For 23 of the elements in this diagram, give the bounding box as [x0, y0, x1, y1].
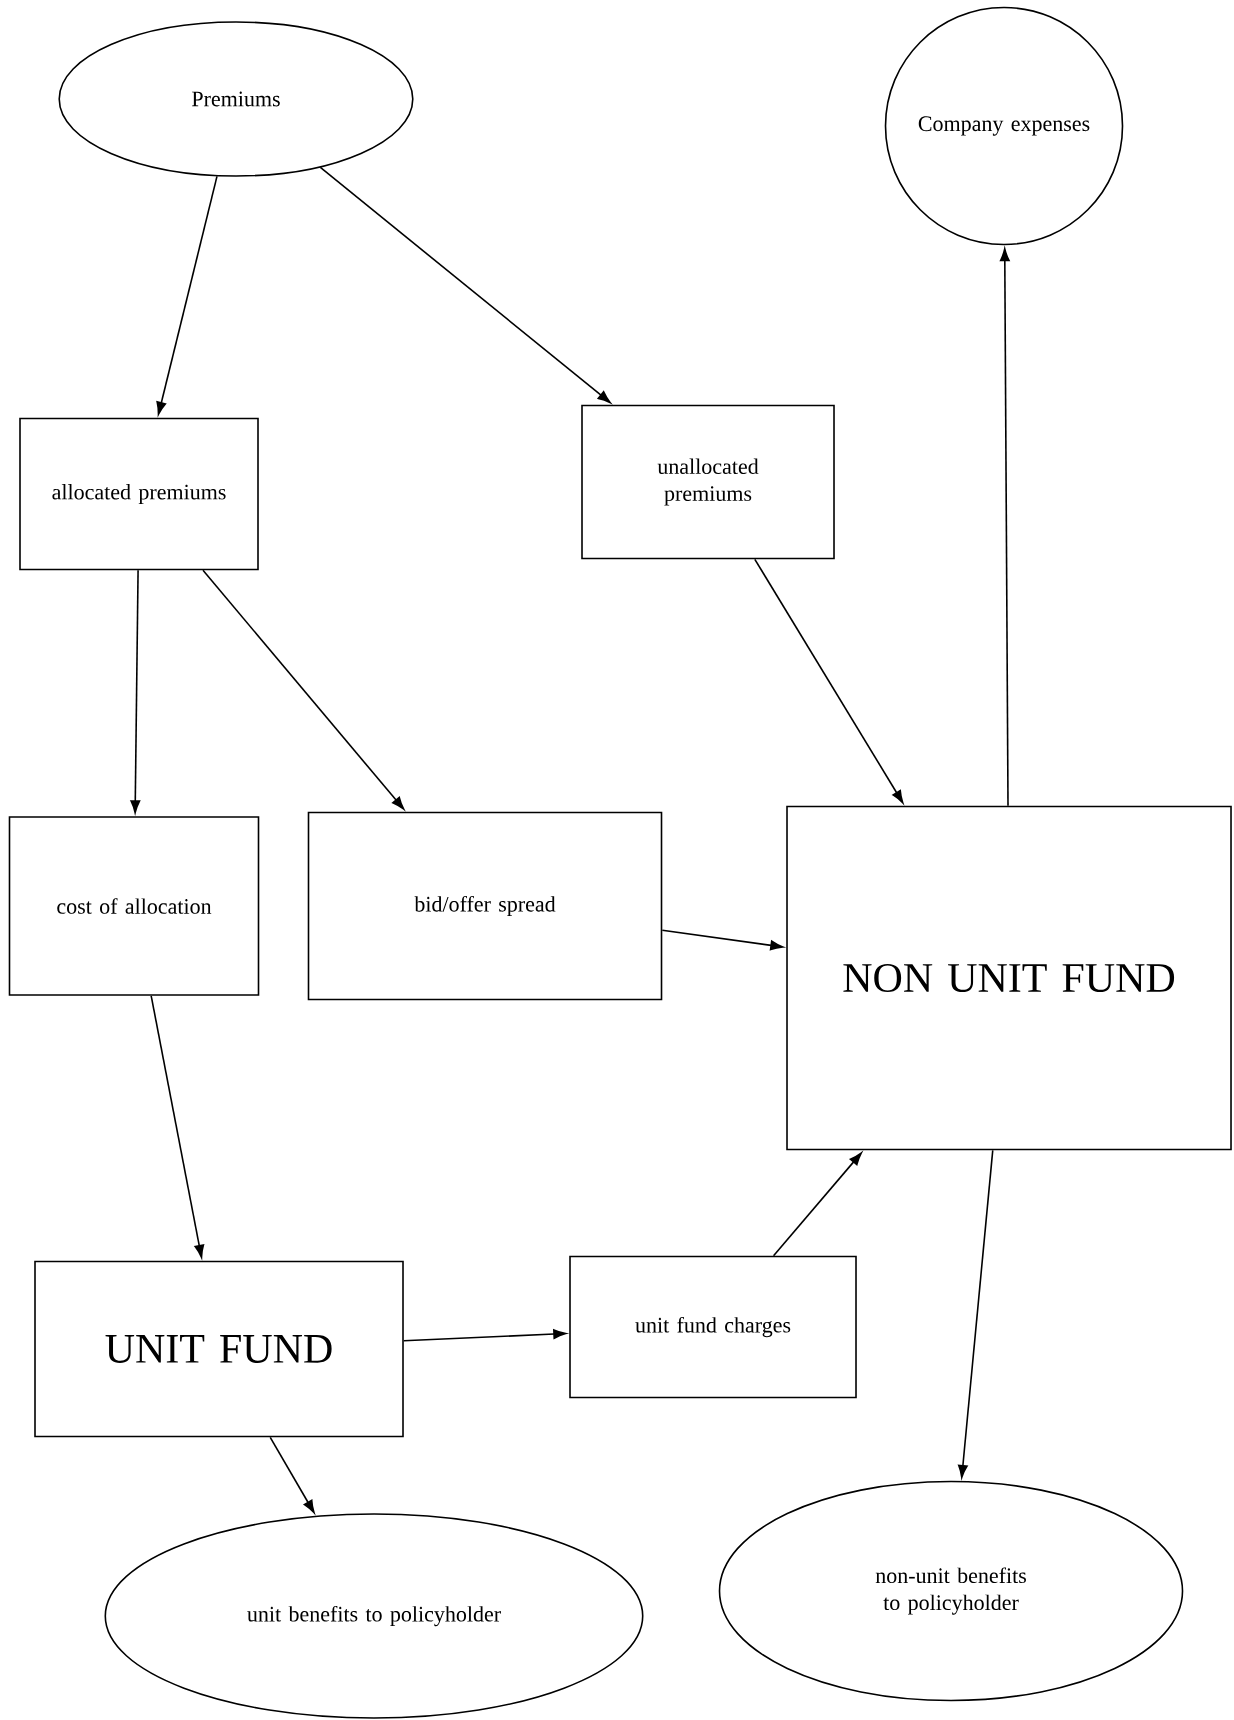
ellipse-node: unit benefits to policyholder [104, 1513, 644, 1719]
fund-box: UNIT FUND [34, 1260, 404, 1438]
arrow [156, 175, 218, 416]
arrow [202, 569, 405, 810]
arrow [150, 995, 205, 1258]
process-box: unallocated premiums [581, 404, 835, 560]
arrow [661, 929, 784, 951]
process-box: bid/offer spread [307, 811, 663, 1001]
process-box: allocated premiums [19, 417, 259, 571]
ellipse-node: Premiums [58, 21, 414, 177]
fund-box: NON UNIT FUND [786, 805, 1232, 1151]
ellipse-node: non-unit benefits to policyholder [718, 1480, 1184, 1702]
arrow [319, 166, 611, 404]
process-box: unit fund charges [569, 1255, 857, 1399]
process-box: cost of allocation [8, 816, 260, 996]
arrow [999, 248, 1010, 807]
arrow [269, 1436, 315, 1514]
arrow [754, 558, 904, 804]
arrow [130, 569, 141, 814]
circle-node: Company expenses [884, 6, 1124, 246]
arrow [403, 1329, 567, 1342]
arrow [957, 1149, 994, 1479]
arrow [772, 1152, 862, 1257]
